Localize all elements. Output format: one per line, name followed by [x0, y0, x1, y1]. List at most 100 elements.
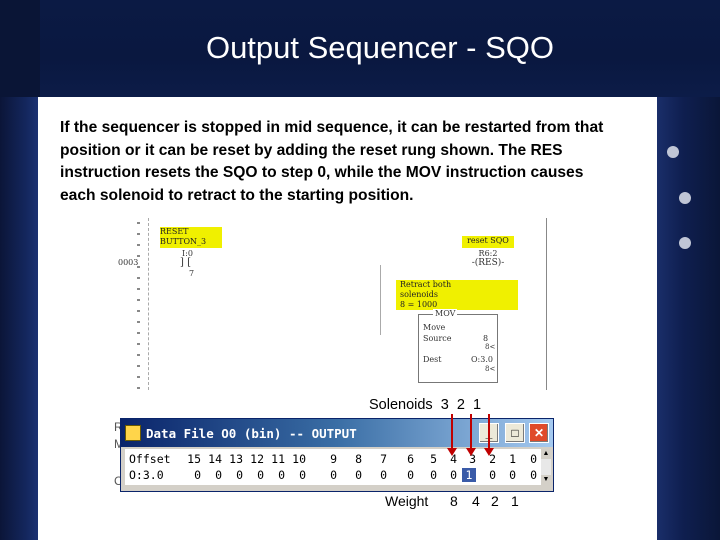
- weight-value: 1: [511, 493, 519, 509]
- decor-dot-3: [679, 237, 691, 249]
- rail-tick: [137, 310, 140, 312]
- solenoid-number: 3: [440, 397, 449, 413]
- bit-cell[interactable]: 0: [257, 468, 264, 482]
- slide-title-bar: Output Sequencer - SQO: [0, 0, 720, 97]
- bit-header: 2: [489, 452, 496, 466]
- rail-tick: [137, 321, 140, 323]
- data-file-window[interactable]: Data File O0 (bin) -- OUTPUT _ □ ✕ Offse…: [120, 418, 554, 492]
- res-label: reset SQO: [467, 236, 509, 245]
- input-contact[interactable]: ] [: [180, 257, 191, 268]
- bit-header: 0: [530, 452, 537, 466]
- bit-header: 7: [380, 452, 387, 466]
- mov-comment-highlight: Retract both solenoids 8 = 1000: [396, 280, 518, 310]
- data-file-icon: [125, 425, 141, 441]
- scroll-down-icon[interactable]: ▼: [541, 475, 551, 485]
- rail-tick: [137, 376, 140, 378]
- rail-tick: [137, 387, 140, 389]
- slide-body-text: If the sequencer is stopped in mid seque…: [60, 117, 660, 207]
- bit-cell[interactable]: 1: [462, 468, 476, 482]
- arrow-solenoid-3: [451, 414, 453, 450]
- solenoids-label: Solenoids 3 2 1: [366, 397, 485, 413]
- window-title: Data File O0 (bin) -- OUTPUT: [146, 426, 357, 441]
- bit-cell[interactable]: 0: [194, 468, 201, 482]
- solenoid-number: 1: [473, 397, 482, 413]
- clipped-fragment: M: [114, 437, 124, 451]
- bit-header: 13: [229, 452, 243, 466]
- weight-value: 4: [472, 493, 480, 509]
- input-tag-highlight: RESET BUTTON_3: [160, 227, 222, 248]
- bit-cell[interactable]: 0: [330, 468, 337, 482]
- mov-dest-sub: 8<: [485, 365, 496, 373]
- bit-header: 8: [355, 452, 362, 466]
- left-power-rail: [148, 218, 150, 390]
- maximize-button[interactable]: □: [505, 423, 525, 443]
- bit-cell[interactable]: 0: [450, 468, 457, 482]
- window-title-bar[interactable]: Data File O0 (bin) -- OUTPUT _ □ ✕: [121, 419, 553, 447]
- bit-header: 12: [250, 452, 264, 466]
- weight-label: Weight: [385, 493, 429, 509]
- arrow-head-1: [484, 448, 494, 456]
- scroll-up-icon[interactable]: ▲: [541, 449, 551, 459]
- right-decor-bar: [657, 97, 720, 540]
- res-tag-highlight: reset SQO: [462, 236, 514, 248]
- mov-dest-label: Dest: [423, 355, 442, 364]
- mov-comment-line: solenoids: [400, 290, 438, 299]
- mov-dest-value: O:3.0: [471, 355, 493, 364]
- mov-comment-line: Retract both: [400, 280, 452, 289]
- body-line: position or it can be reset by adding th…: [60, 141, 563, 159]
- res-coil[interactable]: -(RES)-: [471, 258, 505, 268]
- rail-tick: [137, 255, 140, 257]
- body-line: instruction resets the SQO to step 0, wh…: [60, 164, 584, 181]
- rail-tick: [137, 222, 140, 224]
- mov-branch-line: [380, 265, 381, 335]
- bit-header: 4: [450, 452, 457, 466]
- solenoids-text: Solenoids: [369, 397, 433, 413]
- rail-tick: [137, 233, 140, 235]
- bit-cell[interactable]: 0: [489, 468, 496, 482]
- bit-cell[interactable]: 0: [215, 468, 222, 482]
- bit-cell[interactable]: 0: [430, 468, 437, 482]
- bit-cell[interactable]: 0: [509, 468, 516, 482]
- arrow-head-2: [466, 448, 476, 456]
- rail-tick: [137, 266, 140, 268]
- weight-value: 2: [491, 493, 499, 509]
- arrow-solenoid-1: [488, 414, 490, 450]
- clipped-fragment: C: [114, 474, 123, 488]
- rail-tick: [137, 277, 140, 279]
- mov-source-sub: 8<: [485, 343, 496, 351]
- close-button[interactable]: ✕: [529, 423, 549, 443]
- body-line: If the sequencer is stopped in mid seque…: [60, 119, 604, 136]
- vertical-scrollbar[interactable]: ▲ ▼: [541, 449, 551, 485]
- rail-tick: [137, 354, 140, 356]
- bit-cell[interactable]: 0: [236, 468, 243, 482]
- bit-header: 6: [407, 452, 414, 466]
- bit-header: 11: [271, 452, 285, 466]
- bit-cell[interactable]: 0: [530, 468, 537, 482]
- left-decor-bar: [0, 97, 38, 540]
- mov-title: MOV: [433, 309, 458, 318]
- rung-number: 0003: [118, 258, 139, 267]
- bit-cell[interactable]: 0: [407, 468, 414, 482]
- weight-value: 8: [450, 493, 458, 509]
- clipped-fragment: R: [114, 420, 123, 434]
- bit-cell[interactable]: 0: [380, 468, 387, 482]
- ladder-diagram: 0003 RESET BUTTON_3 I:0 ] [ 7 reset SQO …: [112, 218, 558, 390]
- bit-cell[interactable]: 0: [278, 468, 285, 482]
- input-address: I:0: [182, 249, 193, 258]
- rail-tick: [137, 343, 140, 345]
- bit-header: 9: [330, 452, 337, 466]
- mov-subtitle: Move: [423, 323, 446, 332]
- mov-source-value: 8: [483, 334, 489, 343]
- solenoid-number: 2: [456, 397, 465, 413]
- rail-tick: [137, 332, 140, 334]
- right-power-rail: [546, 218, 548, 390]
- rail-tick: [137, 288, 140, 290]
- bit-cell[interactable]: 0: [355, 468, 362, 482]
- mov-comment-line: 8 = 1000: [400, 300, 438, 309]
- res-address: R6:2: [478, 249, 498, 258]
- bit-cell[interactable]: 0: [299, 468, 306, 482]
- mov-instruction-block[interactable]: MOV Move Source 8 8< Dest O:3.0 8<: [418, 309, 498, 383]
